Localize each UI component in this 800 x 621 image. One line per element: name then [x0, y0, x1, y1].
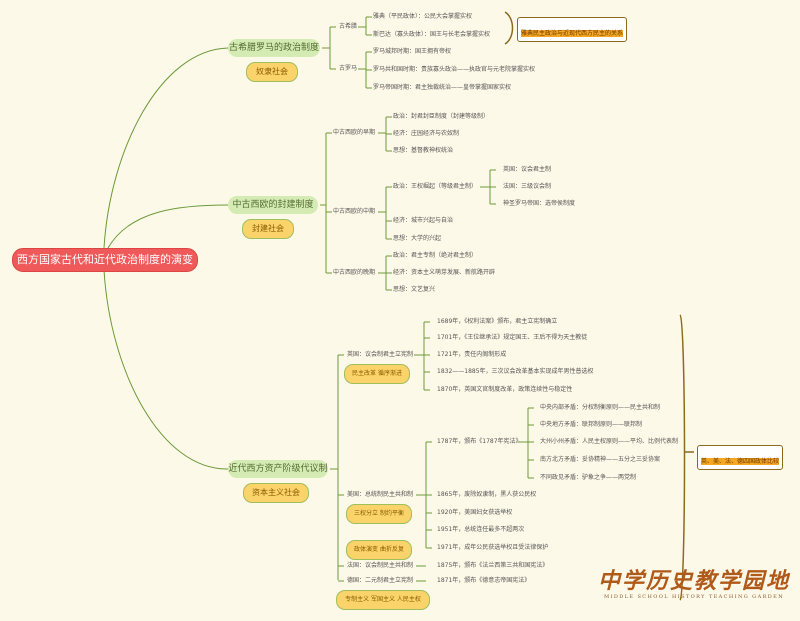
leaf-text: 经济：城市兴起与自治 — [393, 217, 454, 224]
node-ancient-rome[interactable]: 古罗马 — [339, 65, 358, 72]
logo: 中学历史教学园地 MIDDLE SCHOOL HISTORY TEACHING … — [594, 568, 794, 600]
branch-medieval[interactable]: 中古西欧的封建制度 — [228, 196, 318, 214]
leaf-text: 罗马帝国时期：君主独裁统治——皇帝掌握国家实权 — [373, 84, 512, 91]
tag-usa-checks: 三权分立 制约平衡 — [346, 504, 412, 524]
leaf-text: 1870年，英国文官制度改革，政策连续性与稳定性 — [437, 386, 573, 393]
leaf-text: 思想：大学的兴起 — [393, 235, 442, 242]
leaf-text: 政治：王权崛起（等级君主制） — [393, 183, 478, 190]
leaf-text: 1971年，成年公民获选举权且受法律保护 — [437, 544, 549, 551]
branch-modern[interactable]: 近代西方资产阶级代议制 — [228, 460, 328, 478]
node-france[interactable]: 法国：议会制民主共和制 — [347, 562, 414, 569]
branch-ancient[interactable]: 古希腊罗马的政治制度 — [228, 39, 320, 57]
leaf-text: 1832——1885年，三次议会改革基本实现成年男性普选权 — [437, 368, 594, 375]
tag-feudal-society: 封建社会 — [242, 219, 294, 239]
leaf-text: 雅典（平民政体）：公民大会掌握实权 — [373, 13, 473, 20]
note-athens-democracy[interactable]: 雅典民主政治与近现代西方民主的关系 — [517, 17, 628, 42]
leaf-text: 思想：文艺复兴 — [393, 286, 436, 293]
leaf-text: 英国：议会君主制 — [503, 166, 552, 173]
leaf-text: 1787年，颁布《1787年宪法》 — [437, 438, 522, 445]
node-usa[interactable]: 美国：总统制民主共和制 — [347, 491, 414, 498]
leaf-text: 神圣罗马帝国：选帝侯制度 — [503, 200, 576, 207]
leaf-text: 罗马共和国时期：贵族寡头政治——执政官与元老院掌握实权 — [373, 66, 536, 73]
note-four-country-comparison[interactable]: 英、美、法、德四国政体比较 — [697, 445, 784, 470]
node-late[interactable]: 中古西欧的晚期 — [333, 269, 376, 276]
leaf-text: 政治：君主专制（绝对君主制） — [393, 252, 478, 259]
node-ancient-greece[interactable]: 古希腊 — [339, 23, 358, 30]
leaf-text: 法国：三级议会制 — [503, 183, 552, 190]
leaf-text: 中央地方矛盾：联邦制原则——联邦制 — [540, 421, 643, 428]
leaf-text: 思想：基督教神权统治 — [393, 147, 454, 154]
leaf-text: 斯巴达（寡头政体）：国王与长老会掌握实权 — [373, 31, 491, 38]
logo-english: MIDDLE SCHOOL HISTORY TEACHING GARDEN — [603, 594, 784, 600]
note-text: 雅典民主政治与近现代西方民主的关系 — [521, 30, 624, 37]
leaf-text: 1701年，《王位继承法》规定国王、王后不得为天主教徒 — [437, 334, 588, 341]
tag-germany: 专制主义 军国主义 人民主权 — [336, 590, 430, 610]
note-text: 英、美、法、德四国政体比较 — [701, 458, 780, 465]
node-germany[interactable]: 德国：二元制君主立宪制 — [347, 577, 414, 584]
leaf-text: 南方北方矛盾：妥协精神——五分之三妥协案 — [540, 456, 661, 463]
logo-chinese: 中学历史教学园地 — [597, 568, 790, 594]
leaf-text: 不同政见矛盾：驴象之争——两党制 — [540, 474, 637, 481]
leaf-text: 中央内部矛盾：分权制衡原则——民主共和制 — [540, 404, 661, 411]
leaf-text: 1721年，责任内阁制形成 — [437, 351, 507, 358]
leaf-text: 经济：庄园经济与农奴制 — [393, 130, 460, 137]
leaf-text: 罗马城邦时期：国王拥有帝权 — [373, 48, 452, 55]
leaf-text: 1920年，美国妇女获选举权 — [437, 509, 513, 516]
tag-usa-evolution: 政体演变 曲折反复 — [346, 540, 412, 560]
leaf-text: 1871年，颁布《德意志帝国宪法》 — [437, 577, 531, 584]
leaf-text: 1875年，颁布《法兰西第三共和国宪法》 — [437, 562, 549, 569]
leaf-text: 1865年，废除奴隶制，黑人获公民权 — [437, 491, 537, 498]
tag-slave-society: 奴隶社会 — [246, 62, 298, 82]
tag-britain: 民主改革 循序渐进 — [344, 364, 410, 384]
leaf-text: 大州小州矛盾：人民主权原则——平均、比例代表制 — [540, 438, 679, 445]
root-node[interactable]: 西方国家古代和近代政治制度的演变 — [12, 248, 198, 272]
node-middle[interactable]: 中古西欧的中期 — [333, 208, 376, 215]
node-early[interactable]: 中古西欧的早期 — [333, 129, 376, 136]
leaf-text: 1951年，总统连任最多不超两次 — [437, 526, 525, 533]
leaf-text: 经济：资本主义萌芽发展、新航路开辟 — [393, 269, 496, 276]
node-britain[interactable]: 英国：议会制君主立宪制 — [347, 351, 414, 358]
leaf-text: 政治：封君封臣制度（封建等级制） — [393, 113, 490, 120]
tag-capitalist-society: 资本主义社会 — [243, 483, 309, 503]
leaf-text: 1689年，《权利法案》颁布，君主立宪制确立 — [437, 318, 558, 325]
